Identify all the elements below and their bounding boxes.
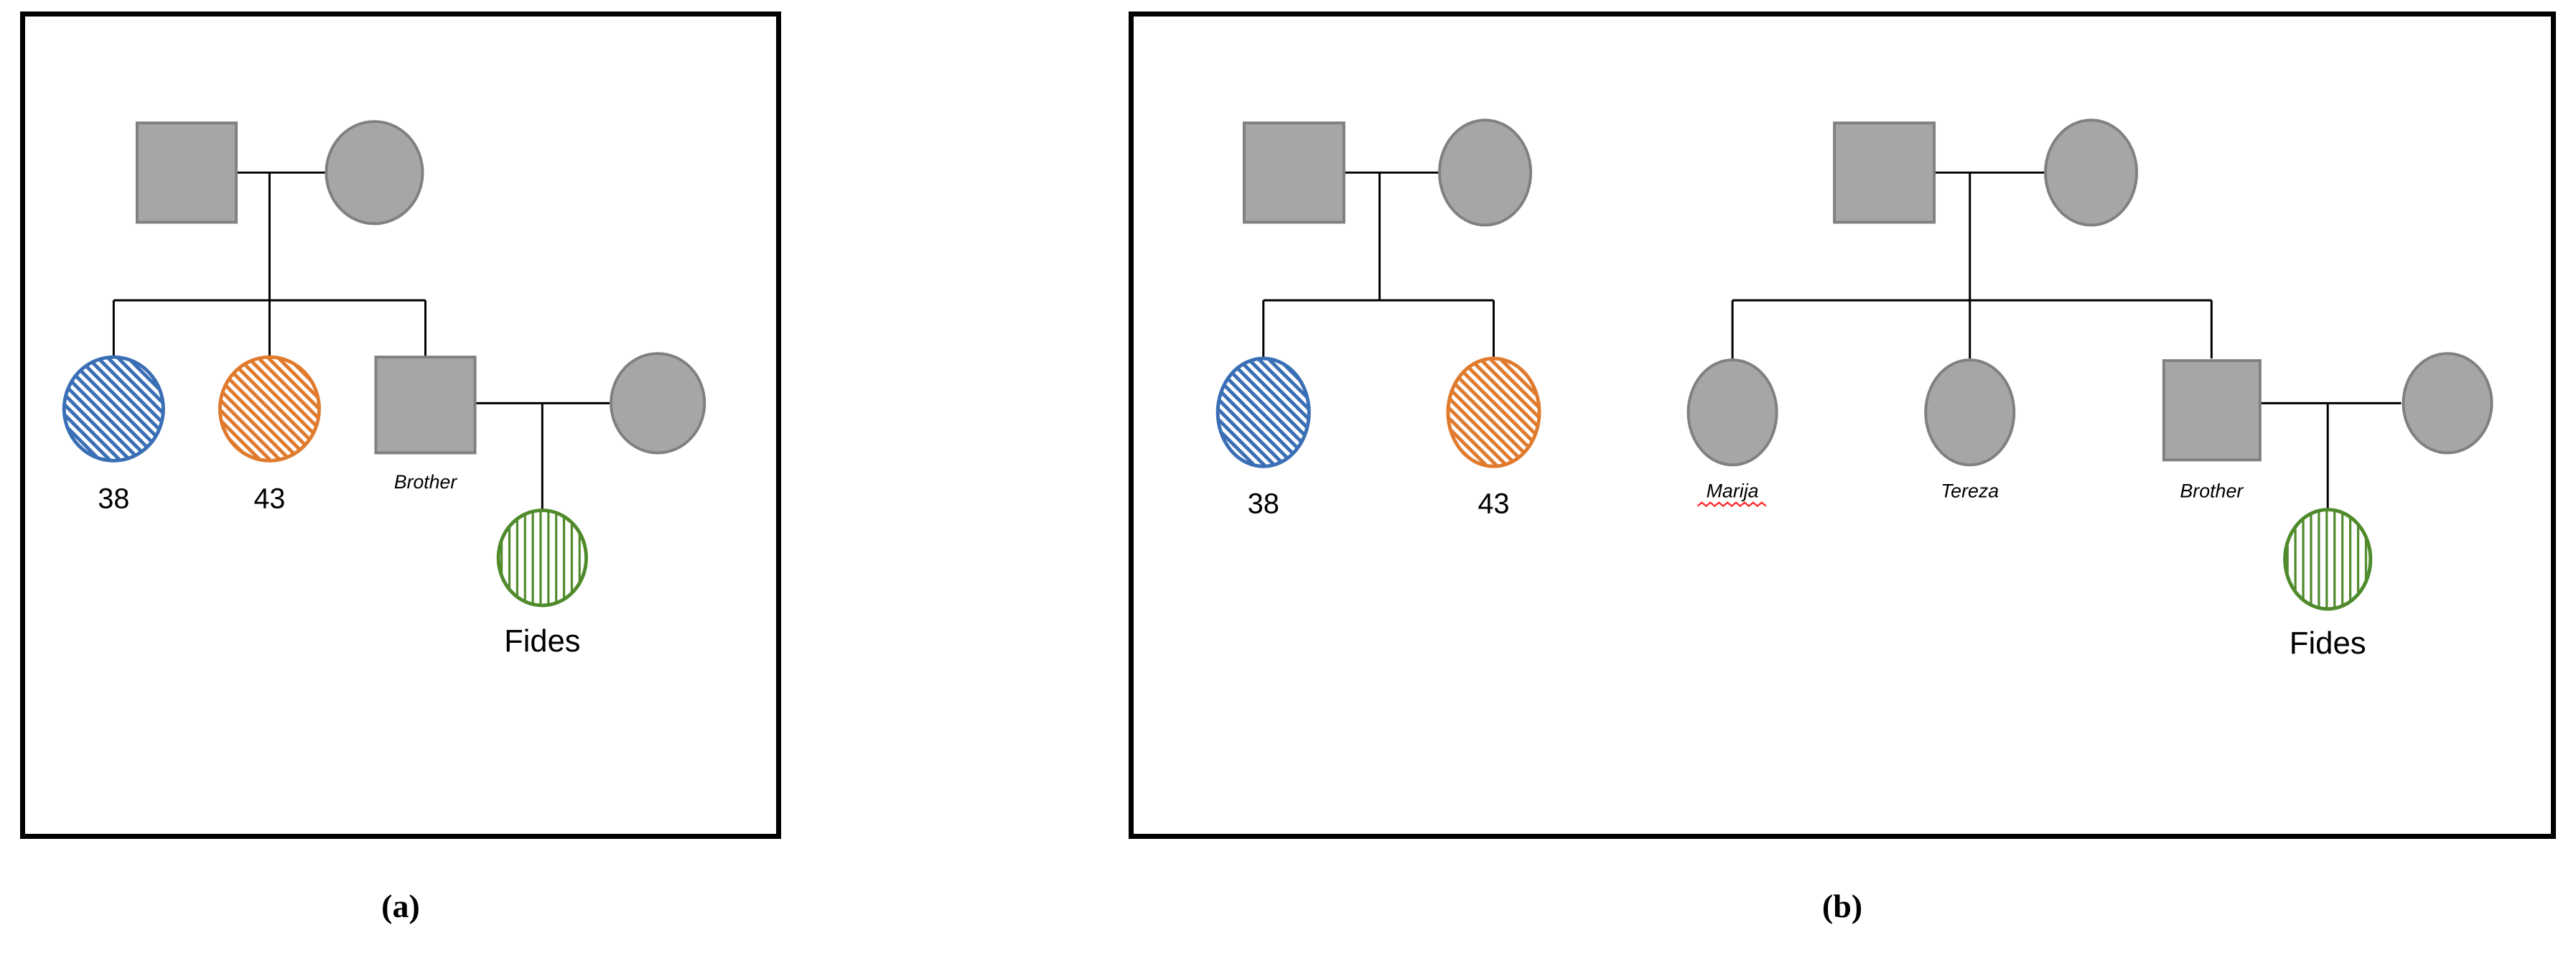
node-mother-circle[interactable] <box>325 120 424 226</box>
node-brother-wife-circle-b[interactable] <box>2402 352 2493 455</box>
connector-lines-family2 <box>1731 171 2402 514</box>
panel-caption-a: (a) <box>381 888 420 924</box>
node-fides-circle-b[interactable] <box>2283 508 2373 611</box>
node-mother2-circle-visible[interactable] <box>2044 119 2139 227</box>
label-marija: Marija <box>1707 480 1759 502</box>
label-brother-b: Brother <box>2180 480 2244 502</box>
node-father2-square[interactable] <box>1833 121 1936 224</box>
node-fides-circle[interactable] <box>496 508 589 608</box>
pedigree-diagram-b: 38 43 Marija Tereza Brother Fides <box>1215 119 2493 661</box>
node-father-square[interactable] <box>135 121 238 224</box>
node-brother-square[interactable] <box>374 356 477 455</box>
label-tereza: Tereza <box>1941 480 1999 502</box>
label-fides-b: Fides <box>2290 626 2366 661</box>
label-brother: Brother <box>394 471 457 493</box>
label-sibling-38: 38 <box>98 483 129 515</box>
node-brother-square-b[interactable] <box>2162 359 2262 462</box>
node-father1-square[interactable] <box>1242 121 1345 224</box>
node-sibling-38-b[interactable] <box>1215 356 1311 468</box>
node-tereza-circle[interactable] <box>1924 358 2016 467</box>
node-sibling-43[interactable] <box>218 355 321 463</box>
label-sibling-43: 43 <box>253 483 285 515</box>
label-sibling-38-b: 38 <box>1248 488 1279 520</box>
node-sibling-38[interactable] <box>62 355 165 463</box>
node-marija-circle[interactable] <box>1686 358 1778 467</box>
spellcheck-underline-marija <box>1697 501 1767 508</box>
connector-lines-a <box>112 171 610 514</box>
label-sibling-43-b: 43 <box>1478 488 1509 520</box>
node-sibling-43-b[interactable] <box>1446 356 1541 468</box>
label-fides: Fides <box>504 624 580 659</box>
panel-a: 38 43 Brother Fides <box>20 11 781 839</box>
panel-caption-b: (b) <box>1821 888 1863 924</box>
node-mother1-circle[interactable] <box>1437 119 1533 227</box>
node-brother-wife-circle[interactable] <box>610 352 706 455</box>
panel-b: 38 43 Marija Tereza Brother Fides <box>1129 11 2556 839</box>
connector-lines-family1 <box>1262 171 1495 359</box>
pedigree-diagram-a: 38 43 Brother Fides <box>62 120 706 659</box>
